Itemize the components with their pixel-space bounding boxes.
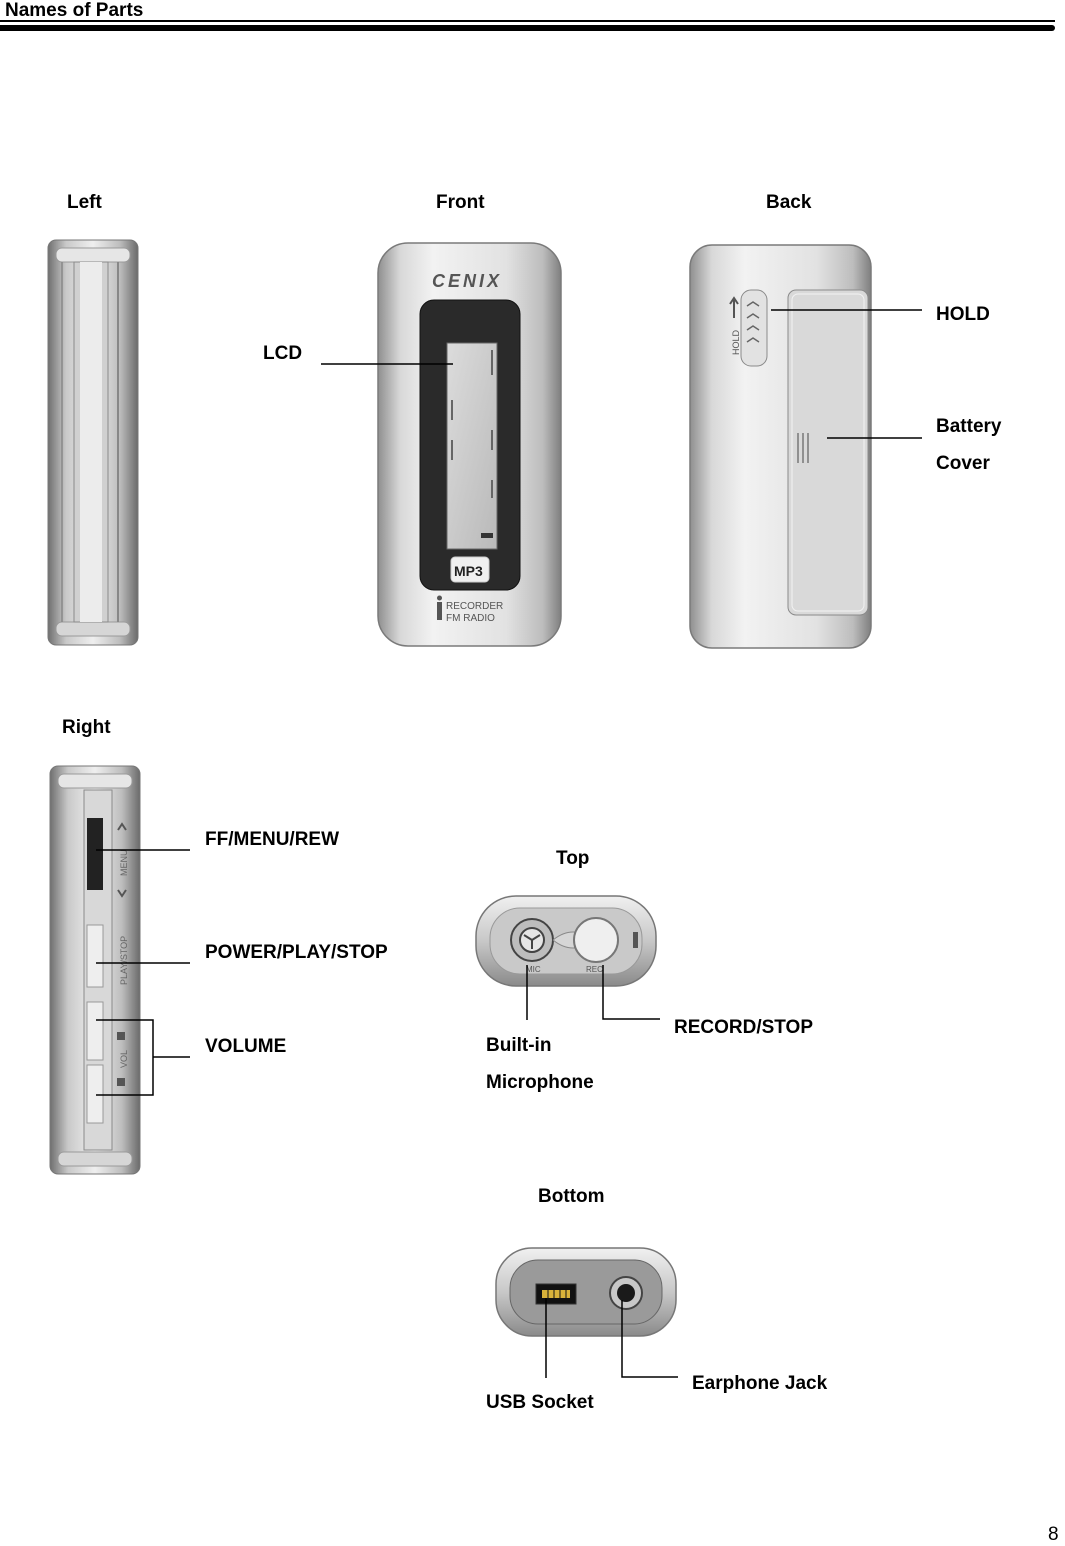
callout-usb-socket: USB Socket bbox=[486, 1392, 594, 1413]
callout-ff-menu-rew: FF/MENU/REW bbox=[205, 829, 340, 850]
view-label-left: Left bbox=[67, 192, 102, 213]
callout-earphone-jack: Earphone Jack bbox=[692, 1373, 828, 1394]
callout-battery-cover-line1: Battery bbox=[936, 416, 1002, 437]
menu-button-text: MENU bbox=[119, 850, 129, 877]
callout-builtin-mic-line2: Microphone bbox=[486, 1072, 594, 1093]
callout-volume: VOLUME bbox=[205, 1036, 287, 1057]
view-label-top: Top bbox=[556, 848, 590, 869]
callout-lines bbox=[96, 309, 922, 1378]
bottom-view bbox=[495, 1247, 677, 1337]
back-view bbox=[689, 244, 872, 649]
brand-logo: CENIX bbox=[432, 271, 502, 291]
playstop-button-text: PLAY/STOP bbox=[119, 936, 129, 985]
hold-switch-text: HOLD bbox=[731, 329, 741, 355]
vol-button-text: VOL bbox=[119, 1050, 129, 1068]
header-rule-thin bbox=[0, 20, 1055, 22]
rec-text: REC bbox=[586, 965, 603, 974]
view-label-right: Right bbox=[62, 717, 111, 738]
callout-hold: HOLD bbox=[936, 304, 990, 325]
page-number: 8 bbox=[1048, 1524, 1059, 1545]
callout-record-stop: RECORD/STOP bbox=[674, 1017, 814, 1038]
view-label-front: Front bbox=[436, 192, 485, 213]
callout-power-play-stop: POWER/PLAY/STOP bbox=[205, 942, 388, 963]
callout-lcd: LCD bbox=[263, 343, 303, 364]
mic-text: MIC bbox=[526, 965, 541, 974]
callout-builtin-mic: Built-in Microphone bbox=[486, 1027, 594, 1101]
features-line1: RECORDER bbox=[446, 601, 503, 612]
page-title: Names of Parts bbox=[5, 0, 144, 21]
mp3-badge: MP3 bbox=[454, 563, 483, 579]
view-label-back: Back bbox=[766, 192, 812, 213]
callout-battery-cover-line2: Cover bbox=[936, 453, 990, 474]
front-view bbox=[377, 242, 562, 647]
top-view bbox=[475, 895, 657, 987]
features-line2: FM RADIO bbox=[446, 613, 495, 624]
callout-battery-cover: Battery Cover bbox=[936, 408, 1001, 482]
view-label-bottom: Bottom bbox=[538, 1186, 605, 1207]
header-rule-thick bbox=[0, 25, 1055, 31]
left-side-view bbox=[47, 239, 139, 646]
callout-builtin-mic-line1: Built-in bbox=[486, 1035, 552, 1056]
